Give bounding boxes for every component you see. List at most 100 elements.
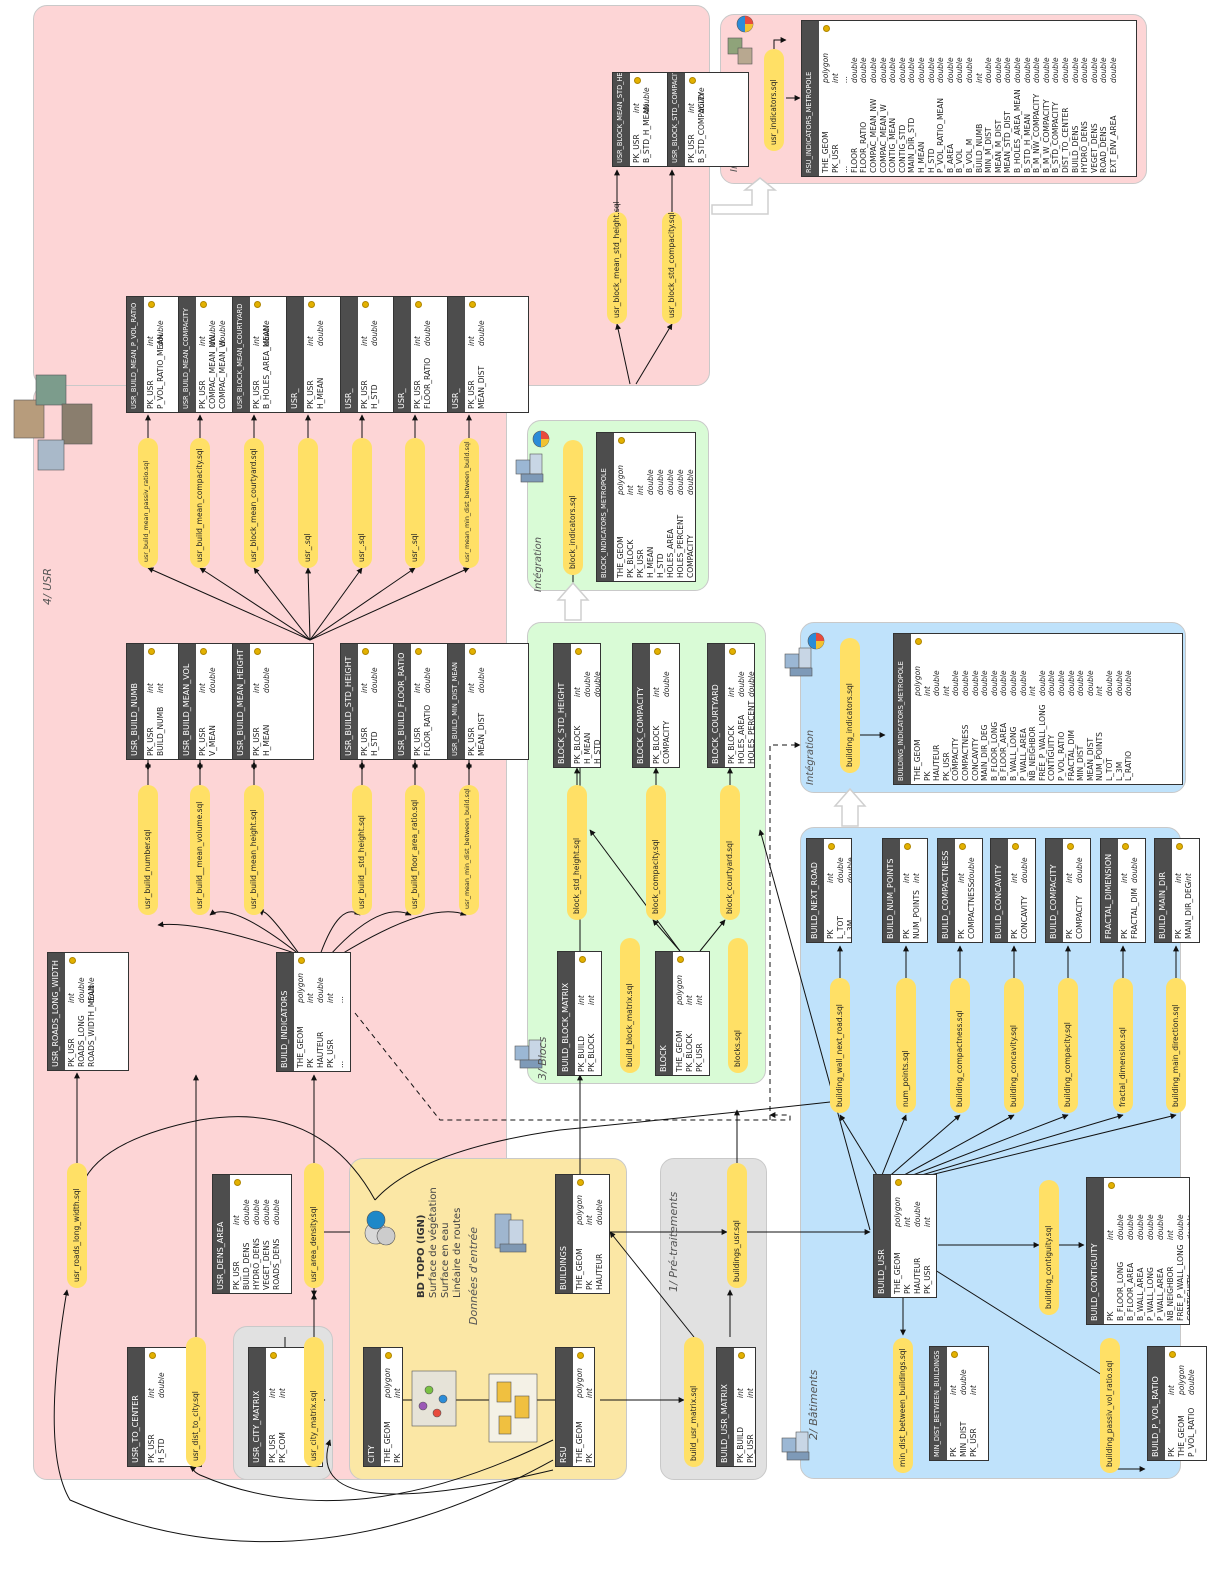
sql-script-pill[interactable]: usr_.sql xyxy=(352,438,372,568)
table-fractal-dimension: FRACTAL_DIMENSIONPKintFRACTAL_DIMdouble xyxy=(1100,838,1146,943)
field-name: THE_GEOM xyxy=(822,131,830,173)
sql-script-pill[interactable]: building_compactness.sql xyxy=(950,978,970,1113)
sql-script-label: usr_.sql xyxy=(358,533,366,562)
section-title-blocs: 3/ Blocs xyxy=(537,1037,548,1080)
sql-script-pill[interactable]: usr_mean_min_dist_between_build.sql xyxy=(459,785,479,915)
field-type: int xyxy=(633,103,641,113)
field-name: H_STD xyxy=(594,739,601,764)
sql-script-pill[interactable]: fractal_dimension.sql xyxy=(1113,978,1133,1113)
sql-script-pill[interactable]: usr_roads_long_width.sql xyxy=(67,1163,87,1288)
field-type: double xyxy=(1072,57,1080,83)
sql-script-pill[interactable]: usr_build_floor_area_ratio.sql xyxy=(405,785,425,915)
field-name: CONCAVITY xyxy=(972,738,980,781)
sql-script-pill[interactable]: building_main_direction.sql xyxy=(1166,978,1186,1113)
sql-script-pill[interactable]: usr_city_matrix.sql xyxy=(304,1337,324,1467)
field-type: int xyxy=(468,683,476,693)
sql-script-pill[interactable]: build_block_matrix.sql xyxy=(620,938,640,1073)
table-title: USR_ xyxy=(398,389,406,410)
sql-script-pill[interactable]: block_indicators.sql xyxy=(563,440,583,575)
sql-script-label: building_wall_next_road.sql xyxy=(836,1004,844,1107)
sql-script-pill[interactable]: usr_mean_min_dist_between_build.sql xyxy=(459,438,479,568)
sql-script-pill[interactable]: num_points.sql xyxy=(896,978,916,1113)
sql-script-pill[interactable]: building_concavity.sql xyxy=(1004,978,1024,1113)
field-name: CONTIGUITY xyxy=(1048,735,1056,781)
field-name: PK_USR xyxy=(688,134,696,163)
sql-script-pill[interactable]: building_contiguity.sql xyxy=(1039,1180,1059,1315)
sql-script-pill[interactable]: building_compacity.sql xyxy=(1058,978,1078,1113)
field-name: H_STD xyxy=(928,148,936,173)
table-title: USR_BUILD_MEAN_P_VOL_RATIO xyxy=(131,303,138,409)
field-name: PK_USR xyxy=(307,380,315,409)
sql-script-pill[interactable]: usr_build_mean_compacity.sql xyxy=(190,438,210,568)
table-usr-build-mean-height: USR_BUILD_MEAN_HEIGHTPK_USRintH_MEANdoub… xyxy=(232,643,314,760)
sql-script-pill[interactable]: building_wall_next_road.sql xyxy=(830,978,850,1113)
field-type: int xyxy=(728,687,736,697)
table-title: BUILD_COMPACTNESS xyxy=(942,851,950,939)
sql-script-pill[interactable]: block_std_height.sql xyxy=(567,785,587,920)
field-name: ROADS_LONG xyxy=(78,1015,86,1067)
sql-script-pill[interactable]: blocks.sql xyxy=(728,938,748,1073)
sql-script-pill[interactable]: usr_build_number.sql xyxy=(138,785,158,915)
field-name: COMPACTNESS xyxy=(968,883,976,939)
field-name: COMPACITY xyxy=(663,721,671,764)
field-name: L_3M xyxy=(847,920,852,939)
section-title-integration_block: Intégration xyxy=(534,537,544,592)
sql-script-pill[interactable]: usr_.sql xyxy=(298,438,318,568)
field-type: double xyxy=(928,57,936,83)
field-name: COMPAC_MEAN_W xyxy=(219,340,227,409)
sql-script-pill[interactable]: building_indicators.sql xyxy=(840,638,860,773)
table-build-contiguity: BUILD_CONTIGUITYPKintB_FLOOR_LONGdoubleB… xyxy=(1086,1177,1190,1325)
sql-script-pill[interactable]: build_usr_matrix.sql xyxy=(684,1337,704,1467)
primary-key-icon xyxy=(618,437,625,444)
primary-key-icon xyxy=(254,301,261,308)
field-name: H_MEAN xyxy=(918,142,926,173)
sql-script-label: usr_block_mean_std_height.sql xyxy=(613,201,621,318)
sql-script-pill[interactable]: usr_block_std_compacity.sql xyxy=(662,212,682,324)
sql-script-label: usr_build_mean_height.sql xyxy=(250,809,258,909)
sql-script-pill[interactable]: usr_.sql xyxy=(405,438,425,568)
field-type: int xyxy=(1121,873,1129,883)
sql-script-pill[interactable]: usr_build__mean_volume.sql xyxy=(190,785,210,915)
field-type: double xyxy=(981,670,989,696)
field-type: int xyxy=(913,873,921,883)
sql-script-pill[interactable]: usr_build__std_height.sql xyxy=(352,785,372,915)
sql-script-label: buildings_usr.sql xyxy=(733,1220,741,1282)
sql-script-pill[interactable]: min_dist_between_buildings.sql xyxy=(893,1338,913,1473)
table-title: USR_BUILD_MIN_DIST_MEAN xyxy=(452,662,459,756)
field-name: P_VOL_RATIO xyxy=(1058,732,1066,781)
field-name: PK_USR xyxy=(696,1043,704,1072)
field-type: double xyxy=(1081,57,1089,83)
field-name: PK_USR xyxy=(414,727,422,756)
sql-script-pill[interactable]: usr_block_mean_std_height.sql xyxy=(607,212,627,324)
sql-script-pill[interactable]: buildings_usr.sql xyxy=(727,1163,747,1288)
sql-script-pill[interactable]: building_passiv_vol_ratio.sql xyxy=(1100,1338,1120,1473)
section-title-usr: 4/ USR xyxy=(42,568,53,605)
field-name: PK_USR xyxy=(468,380,476,409)
field-type: double xyxy=(1131,858,1139,884)
field-type: double xyxy=(1000,670,1008,696)
table-title: FRACTAL_DIMENSION xyxy=(1105,854,1113,939)
field-type: int xyxy=(696,995,704,1005)
primary-key-icon xyxy=(469,648,476,655)
sql-script-pill[interactable]: usr_indicators.sql xyxy=(764,49,784,151)
field-type: int xyxy=(361,683,369,693)
field-type: double xyxy=(1125,670,1133,696)
sql-script-pill[interactable]: usr_build_mean_passiv_ratio.sql xyxy=(138,438,158,568)
sql-script-pill[interactable]: usr_area_density.sql xyxy=(304,1163,324,1288)
table-title: BUILD_P_VOL_RATIO xyxy=(1152,1376,1160,1457)
sql-script-pill[interactable]: usr_block_mean_courtyard.sql xyxy=(244,438,264,568)
field-name: PK_USR xyxy=(68,1038,76,1067)
field-name: THE_GEOM xyxy=(914,739,922,781)
sql-script-pill[interactable]: block_courtyard.sql xyxy=(720,785,740,920)
sql-script-pill[interactable]: block_compacity.sql xyxy=(646,785,666,920)
field-name: PK xyxy=(903,930,911,939)
sql-script-pill[interactable]: usr_build_mean_height.sql xyxy=(244,785,264,915)
table-build-compactness: BUILD_COMPACTNESSPKintCOMPACTNESSdouble xyxy=(937,838,983,943)
sql-script-pill[interactable]: usr_dist_to_city.sql xyxy=(186,1337,206,1467)
field-type: double xyxy=(952,670,960,696)
primary-key-icon xyxy=(729,648,736,655)
field-type: double xyxy=(1077,670,1085,696)
primary-key-icon xyxy=(415,648,422,655)
sql-script-label: building_main_direction.sql xyxy=(1172,1005,1180,1107)
field-name: HOLES_PERCENT xyxy=(748,701,755,764)
